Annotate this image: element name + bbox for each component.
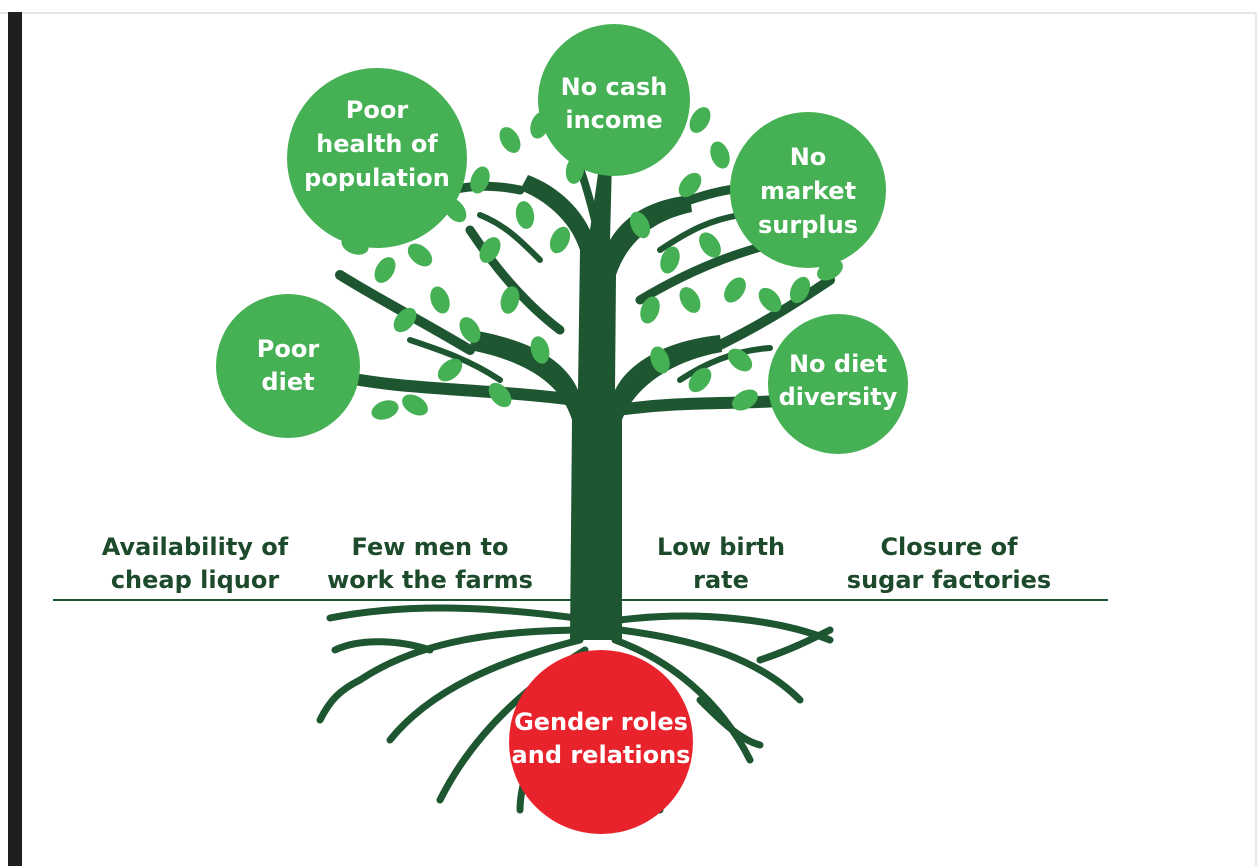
cause-cheap-liquor-line1: Availability of — [102, 533, 289, 561]
cause-few-men-line1: Few men to — [352, 533, 509, 561]
cause-cheap-liquor: Availability of cheap liquor — [102, 533, 289, 594]
cause-sugar-factories: Closure of sugar factories — [847, 533, 1051, 594]
effect-poor-health-line3: population — [304, 164, 450, 192]
effect-no-diet-diversity: No diet diversity — [768, 314, 908, 454]
cause-low-birth-line2: rate — [693, 566, 749, 594]
cause-low-birth-line1: Low birth — [657, 533, 785, 561]
effect-no-market-surplus: No market surplus — [730, 112, 886, 268]
effect-poor-health-line2: health of — [316, 130, 438, 158]
right-border — [1255, 12, 1257, 866]
cause-cheap-liquor-line2: cheap liquor — [111, 566, 280, 594]
effect-poor-diet: Poor diet — [216, 294, 360, 438]
effect-poor-health: Poor health of population — [287, 68, 467, 248]
effect-no-market-line2: market — [760, 177, 856, 205]
cause-few-men-line2: work the farms — [327, 566, 533, 594]
root-cause-line1: Gender roles — [514, 708, 688, 736]
effect-no-market-line1: No — [790, 143, 827, 171]
cause-sugar-line1: Closure of — [880, 533, 1018, 561]
effect-no-market-line3: surplus — [758, 211, 858, 239]
cause-sugar-line2: sugar factories — [847, 566, 1051, 594]
top-divider — [0, 12, 1257, 14]
effect-poor-diet-line2: diet — [261, 368, 314, 396]
effect-poor-health-line1: Poor — [346, 96, 409, 124]
cause-low-birth-rate: Low birth rate — [657, 533, 785, 594]
root-cause-line2: and relations — [512, 741, 691, 769]
effect-no-diet-line2: diversity — [779, 383, 898, 411]
tree-trunk — [470, 160, 722, 640]
effect-no-diet-line1: No diet — [789, 350, 887, 378]
root-cause-gender-roles: Gender roles and relations — [509, 650, 693, 834]
effect-no-cash-line2: income — [565, 106, 662, 134]
effect-no-cash-income: No cash income — [538, 24, 690, 176]
cause-few-men: Few men to work the farms — [327, 533, 533, 594]
effect-poor-diet-line1: Poor — [257, 335, 320, 363]
tree-roots — [316, 604, 834, 814]
effect-no-cash-line1: No cash — [561, 73, 668, 101]
left-sidebar-bar — [8, 12, 22, 866]
